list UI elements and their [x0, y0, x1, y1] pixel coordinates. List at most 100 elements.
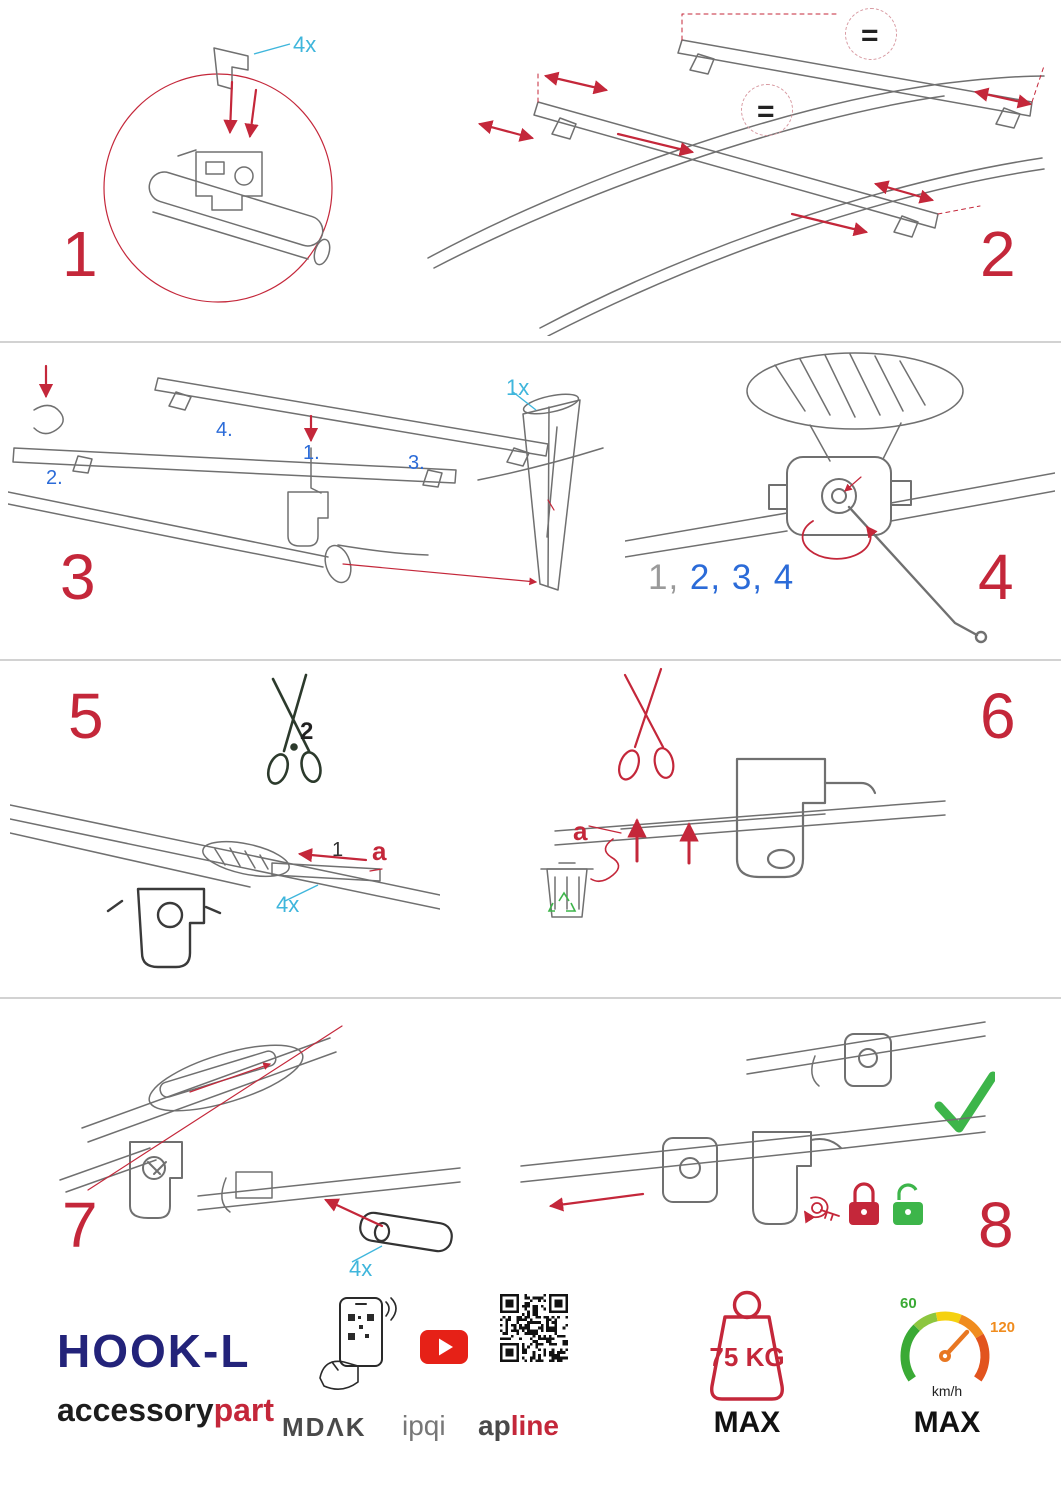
cone-mark	[547, 499, 555, 511]
rail-mini	[746, 1021, 986, 1087]
speed-high-label: 120	[990, 1319, 1016, 1336]
rotate-arrow	[801, 520, 878, 560]
equal-distance-arrow-4	[477, 120, 535, 142]
step-7-illustration	[59, 1025, 461, 1263]
logo-ipqi: ipqi	[402, 1410, 446, 1441]
slide-left-arrow	[548, 1192, 645, 1212]
clamp-a	[662, 1137, 718, 1203]
hook-clamp	[735, 757, 877, 879]
step-4-number: 4	[978, 541, 1014, 613]
equal-sign-bottom: =	[757, 95, 775, 128]
step-1-illustration	[103, 43, 333, 303]
step-8-illustration	[520, 1021, 995, 1225]
end-cover-cap	[359, 1211, 453, 1253]
section-divider-1	[0, 341, 1061, 343]
step-4-sequence-blue: 2, 3, 4	[679, 558, 795, 597]
rail-lower	[197, 1167, 461, 1213]
crossbar-top	[677, 39, 1033, 129]
slide-arrow-2	[790, 212, 869, 237]
tool-sleeve-cone	[522, 393, 581, 591]
max-weight-value: 75 KG	[709, 1342, 785, 1372]
speed-unit-label: km/h	[931, 1383, 963, 1399]
recycle-icon	[547, 891, 577, 912]
strap-a-leader	[588, 825, 622, 834]
cone-leader-line	[342, 563, 538, 586]
clamp-closeup	[768, 456, 912, 536]
right-rail	[477, 447, 604, 481]
clamp-b-hook	[752, 1131, 842, 1225]
speed-min-label: 60	[900, 1295, 917, 1312]
logo-ap: ap	[478, 1410, 511, 1441]
phone-qr-scan-icon	[319, 1297, 397, 1390]
cut-strap-coil	[590, 838, 620, 883]
insert-bracket-part	[213, 47, 249, 90]
strap-a-tick	[369, 868, 383, 872]
front-crossbar	[12, 447, 457, 488]
step-1-qty-label: 4x	[293, 32, 317, 57]
youtube-icon	[420, 1330, 468, 1364]
step-3-sub-3: 3.	[408, 452, 425, 474]
step-2-number: 2	[980, 218, 1016, 290]
rail-opening-oval	[148, 1044, 304, 1112]
step-4-sequence: 1, 2, 3, 4	[648, 558, 794, 598]
qty-leader-line	[284, 884, 319, 902]
rail-main	[520, 1115, 986, 1183]
strap-end	[271, 862, 381, 882]
step-4-illustration	[625, 352, 1055, 644]
step-5-qty-label: 4x	[276, 892, 300, 917]
scissors-icon	[266, 673, 322, 785]
key-icon	[804, 1196, 840, 1224]
step-5-illustration	[10, 673, 440, 969]
hex-key-small	[310, 447, 322, 494]
step-2-illustration	[427, 13, 1045, 336]
locked-padlock-icon	[849, 1182, 879, 1225]
checkmark-icon	[934, 1071, 995, 1133]
bolt-pointer-arrow	[844, 476, 862, 492]
step-6-number: 6	[980, 680, 1016, 752]
equal-sign-top: =	[861, 19, 879, 52]
step-3-sub-4: 4.	[216, 419, 233, 441]
zoom-leader-line	[87, 1025, 343, 1191]
slide-arrow-1	[616, 132, 695, 157]
cap-insert-arrow	[324, 1198, 384, 1228]
section-divider-2	[0, 659, 1061, 661]
rail-cross-section-oval	[746, 352, 964, 462]
insert-arrow-2	[244, 88, 259, 139]
brand-logo: accessorypart	[57, 1392, 274, 1429]
step-5-number: 5	[68, 680, 104, 752]
cover-slide-arrow	[189, 1062, 272, 1093]
magnifier-circle	[103, 73, 333, 303]
qty-leader-line	[351, 1245, 383, 1263]
scissors-icon	[618, 667, 675, 781]
qty-leader-line	[253, 43, 291, 55]
step-8-number: 8	[978, 1189, 1014, 1261]
step-3-sub-2: 2.	[46, 467, 63, 489]
step-4-sequence-gray: 1,	[648, 558, 680, 597]
roof-rails	[427, 75, 1045, 336]
speedometer-icon	[900, 1311, 990, 1382]
equal-distance-arrow-1	[543, 71, 609, 95]
step-5-cut-label: 2	[300, 718, 314, 745]
step-1-number: 1	[62, 218, 98, 290]
step-6-strap-label: a	[573, 816, 588, 846]
hex-key-tool	[847, 505, 988, 644]
clamp-bracket	[106, 887, 222, 969]
clamp-under-bar	[287, 491, 329, 547]
step-5-slot-label: 1	[332, 839, 344, 861]
equal-distance-arrow-3	[873, 180, 935, 204]
crossbar-bottom	[533, 101, 939, 238]
rail-horizontal	[554, 800, 946, 846]
qr-code-icon	[500, 1294, 568, 1362]
section-divider-3	[0, 997, 1061, 999]
hook-piece	[33, 404, 64, 435]
brand-part: part	[213, 1392, 275, 1428]
step-3-sub-1: 1.	[303, 442, 320, 464]
unlocked-padlock-icon	[893, 1183, 923, 1225]
insert-arrow-1	[223, 80, 238, 135]
logo-apline: apline	[478, 1410, 559, 1442]
pull-strap-arrow	[297, 847, 368, 863]
max-speed-label: MAX	[913, 1406, 981, 1439]
product-name: HOOK-L	[57, 1325, 251, 1377]
rail-upper	[59, 1037, 337, 1193]
